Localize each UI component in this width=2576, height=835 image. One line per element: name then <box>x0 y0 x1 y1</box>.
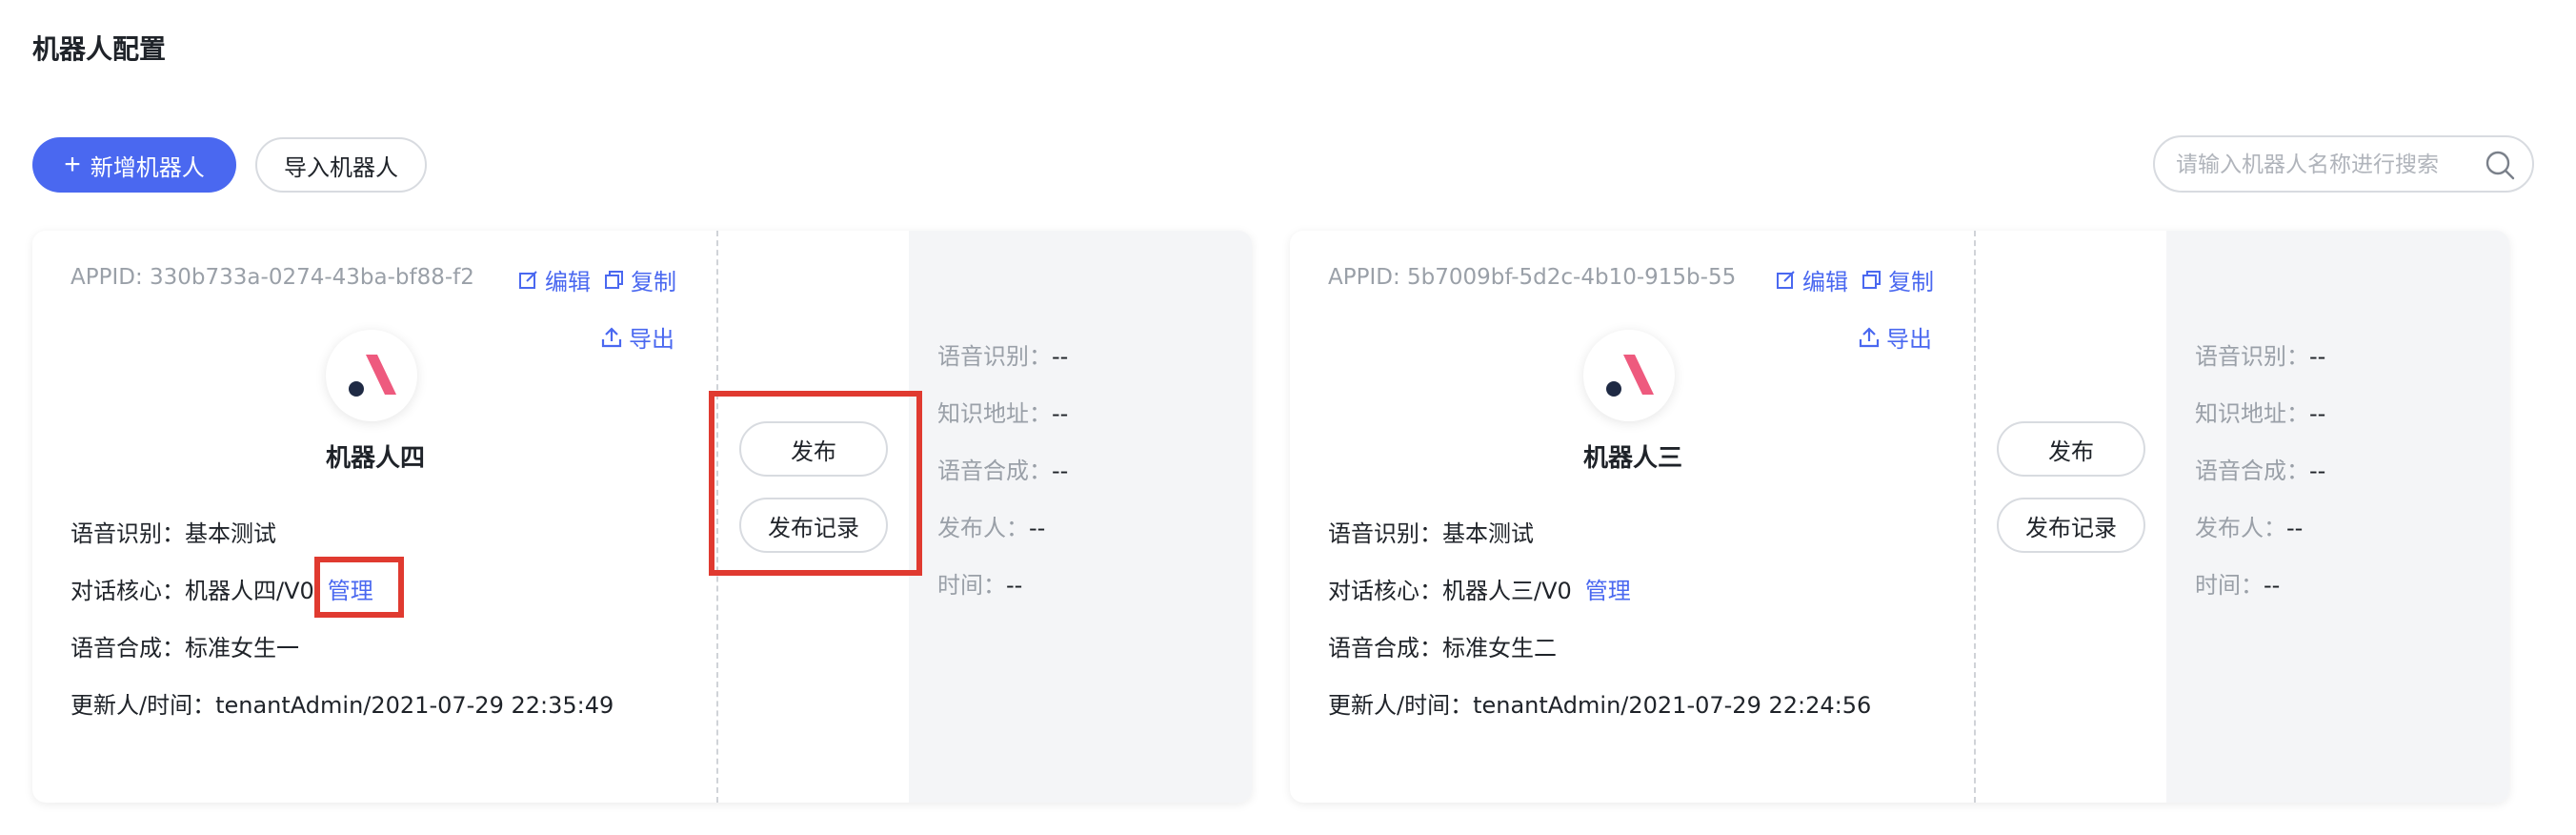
add-robot-label: 新增机器人 <box>90 154 205 181</box>
robot-name: 机器人三 <box>1582 444 1682 473</box>
robot-card-actions: 发布 发布记录 <box>718 231 909 803</box>
robot-card-actions: 发布 发布记录 <box>1976 231 2166 803</box>
copy-icon <box>1862 270 1881 289</box>
export-label: 导出 <box>629 326 674 353</box>
manage-link[interactable]: 管理 <box>1584 578 1631 604</box>
publish-history-button[interactable]: 发布记录 <box>1997 498 2145 553</box>
search-icon[interactable] <box>2485 150 2515 180</box>
robot-card-info: APPID: 5b7009bf-5d2c-4b10-915b-55 编辑 复制 … <box>1290 231 1976 803</box>
robot-appid: APPID: 330b733a-0274-43ba-bf88-f2 <box>70 265 474 290</box>
dialog-core-text: 对话核心：机器人四/V0 <box>70 578 314 604</box>
robot-asr: 语音识别：基本测试 <box>70 520 276 547</box>
publish-button[interactable]: 发布 <box>1997 421 2145 477</box>
page-title: 机器人配置 <box>32 33 167 65</box>
published-asr: 语音识别：-- <box>2195 343 2326 370</box>
manage-link[interactable]: 管理 <box>327 578 373 604</box>
robot-logo-icon <box>1606 355 1654 397</box>
robot-dialog-core: 对话核心：机器人三/V0 管理 <box>1328 572 1631 605</box>
robot-card: APPID: 5b7009bf-5d2c-4b10-915b-55 编辑 复制 … <box>1290 231 2509 803</box>
edit-link[interactable]: 编辑 <box>1776 263 1848 296</box>
published-knowledge-url: 知识地址：-- <box>937 400 1069 427</box>
edit-link[interactable]: 编辑 <box>518 263 591 296</box>
edit-icon <box>519 270 537 289</box>
robot-avatar <box>1583 330 1675 421</box>
import-robot-button[interactable]: 导入机器人 <box>255 137 427 193</box>
copy-link[interactable]: 复制 <box>1862 263 1934 296</box>
robot-avatar <box>326 330 417 421</box>
published-publisher: 发布人：-- <box>2195 515 2304 541</box>
copy-link[interactable]: 复制 <box>604 263 676 296</box>
robot-name: 机器人四 <box>325 444 425 473</box>
robot-card: APPID: 330b733a-0274-43ba-bf88-f2 编辑 复制 … <box>32 231 1252 803</box>
robot-appid: APPID: 5b7009bf-5d2c-4b10-915b-55 <box>1328 265 1737 290</box>
published-knowledge-url: 知识地址：-- <box>2195 400 2326 427</box>
robot-published-info: 语音识别：-- 知识地址：-- 语音合成：-- 发布人：-- 时间：-- <box>2166 231 2509 803</box>
export-icon <box>601 326 622 347</box>
edit-label: 编辑 <box>1802 269 1848 295</box>
search-input[interactable] <box>2176 149 2471 181</box>
published-asr: 语音识别：-- <box>937 343 1069 370</box>
edit-label: 编辑 <box>545 269 591 295</box>
copy-icon <box>605 270 623 289</box>
export-link[interactable]: 导出 <box>1858 320 1932 354</box>
published-time: 时间：-- <box>2195 572 2281 599</box>
publish-history-button[interactable]: 发布记录 <box>739 498 888 553</box>
robot-card-info: APPID: 330b733a-0274-43ba-bf88-f2 编辑 复制 … <box>32 231 718 803</box>
published-tts: 语音合成：-- <box>937 458 1069 484</box>
copy-label: 复制 <box>1888 269 1934 295</box>
page-header: 机器人配置 <box>0 0 2576 95</box>
plus-icon: + <box>64 149 81 180</box>
robot-tts: 语音合成：标准女生一 <box>70 635 299 662</box>
robot-updater: 更新人/时间：tenantAdmin/2021-07-29 22:24:56 <box>1328 692 1872 719</box>
publish-button[interactable]: 发布 <box>739 421 888 477</box>
robot-published-info: 语音识别：-- 知识地址：-- 语音合成：-- 发布人：-- 时间：-- <box>909 231 1252 803</box>
robot-asr: 语音识别：基本测试 <box>1328 520 1534 547</box>
robot-logo-icon <box>349 355 396 397</box>
published-tts: 语音合成：-- <box>2195 458 2326 484</box>
published-publisher: 发布人：-- <box>937 515 1046 541</box>
dialog-core-text: 对话核心：机器人三/V0 <box>1328 578 1572 604</box>
add-robot-button[interactable]: + 新增机器人 <box>32 137 236 193</box>
robot-dialog-core: 对话核心：机器人四/V0 管理 <box>70 572 373 605</box>
search-box <box>2153 135 2534 193</box>
export-link[interactable]: 导出 <box>600 320 674 354</box>
export-icon <box>1859 326 1880 347</box>
export-label: 导出 <box>1886 326 1932 353</box>
published-time: 时间：-- <box>937 572 1023 599</box>
robot-tts: 语音合成：标准女生二 <box>1328 635 1557 662</box>
robot-updater: 更新人/时间：tenantAdmin/2021-07-29 22:35:49 <box>70 692 614 719</box>
copy-label: 复制 <box>631 269 676 295</box>
edit-icon <box>1777 270 1795 289</box>
